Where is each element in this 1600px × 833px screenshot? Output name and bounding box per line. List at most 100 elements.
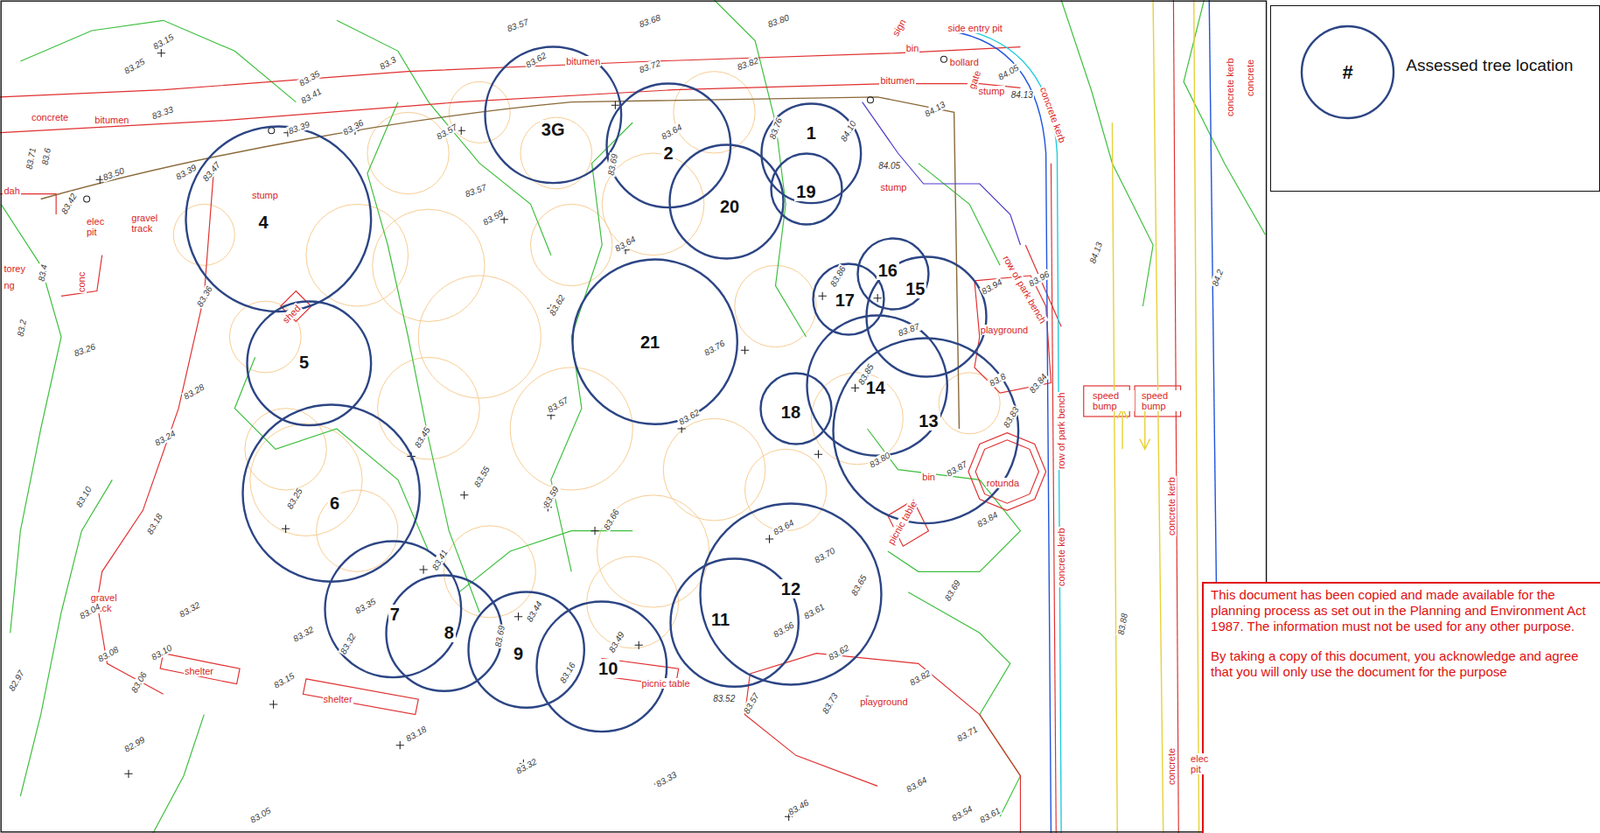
spot-height: 83.10 (73, 483, 94, 510)
spot-height: 83.28 (181, 381, 207, 402)
feature-label: stump (251, 189, 280, 201)
feature-label: playground (859, 696, 909, 707)
feature-label: concrete (1166, 747, 1177, 786)
circle-outline (468, 592, 585, 708)
feature-label: shelter (322, 693, 354, 705)
notice-text: This document has been copied and made a… (1210, 586, 1587, 635)
spot-height: 83.61 (801, 600, 827, 622)
spot-height: 83.62 (676, 406, 702, 427)
spot-height: 83.39 (286, 118, 312, 137)
feature-label: playground (979, 324, 1029, 336)
spot-height: 83.69 (943, 578, 964, 604)
spot-height: 83.54 (950, 803, 976, 824)
spot-height: 83.87 (944, 458, 971, 479)
circle-outline (807, 315, 948, 456)
contour-lines (0, 0, 1265, 833)
tree-number: 5 (297, 352, 311, 372)
tree-number: 2 (661, 143, 675, 163)
feature-label: picnic table (641, 677, 692, 689)
feature-label: bin (905, 42, 921, 54)
spot-height: 83.2 (15, 318, 29, 339)
spot-height: 83.68 (636, 12, 663, 30)
legend-symbol: # (1342, 61, 1354, 84)
spot-height: 83.59 (540, 483, 561, 510)
tree-circle: 13 (831, 336, 1021, 525)
spot-height: 83.76 (701, 337, 727, 358)
feature-label: shed (279, 301, 304, 326)
feature-label: speed bump (1091, 390, 1135, 412)
feature-label: shelter (183, 665, 215, 677)
spot-height: 83.87 (896, 321, 923, 339)
map-frame (0, 0, 1266, 832)
circle-outline (484, 47, 622, 184)
circle-outline (670, 145, 784, 259)
spot-height: 83.56 (770, 619, 797, 640)
circle-outline (606, 83, 731, 209)
spot-height: 83.46 (785, 796, 811, 818)
tree-number: 12 (779, 579, 803, 599)
spot-height: 83.10 (148, 642, 175, 663)
circle-outline (243, 404, 420, 581)
spot-height: 83.80 (765, 12, 791, 30)
spot-height: 84.05 (877, 160, 902, 171)
feature-label: bitumen (93, 114, 130, 126)
spot-height: 83.57 (545, 394, 572, 415)
tree-circle: 3G (483, 45, 623, 185)
circle-outline (537, 600, 668, 732)
tree-circle: 9 (467, 590, 586, 709)
tree-number: 9 (511, 643, 525, 664)
spot-height: 83.96 (1026, 268, 1052, 289)
feature-label: side entry pit (946, 22, 1003, 34)
spot-height: 83.36 (195, 284, 216, 310)
spot-height: 83.84 (975, 509, 1001, 530)
spot-height: 83.08 (95, 643, 121, 664)
spot-height: 83.66 (600, 506, 622, 532)
feature-label: stump (977, 85, 1006, 97)
spot-height: 83.57 (504, 16, 531, 35)
spot-height: 83.15 (150, 31, 176, 52)
circle-outline (186, 126, 372, 313)
tree-number: 6 (328, 493, 342, 513)
feature-label: concrete kerb (1037, 84, 1069, 146)
road-lines (949, 0, 1220, 833)
spot-height: 83.82 (908, 667, 934, 688)
feature-label: elec pit (1189, 753, 1218, 775)
spot-height: 83.35 (352, 595, 378, 616)
tree-circle: 20 (668, 143, 785, 260)
circle-outline (572, 259, 738, 425)
spot-height: 83.4 (35, 263, 49, 284)
feature-label: concrete (30, 111, 70, 123)
boundary-lines (0, 0, 1181, 833)
spot-height: 83.25 (122, 55, 148, 77)
spot-height: 83.42 (59, 190, 80, 217)
feature-label: row of park bench (1055, 391, 1067, 469)
spot-height: 83.05 (247, 804, 273, 825)
feature-label: stump (879, 181, 908, 193)
spot-height: 82.99 (122, 733, 148, 755)
legend-text: Assessed tree location (1405, 55, 1591, 77)
tree-number: 10 (596, 658, 620, 678)
circle-outline (670, 558, 799, 686)
spot-height: 83.71 (954, 723, 980, 744)
tree-circle: 16 (856, 237, 930, 311)
spot-height: 83.33 (149, 104, 175, 122)
spot-height: 83.65 (848, 572, 869, 599)
spot-height: 83.64 (658, 121, 685, 142)
spot-height: 83.33 (653, 769, 679, 790)
tree-circle-outline (467, 590, 586, 709)
spot-height: 83.41 (298, 85, 324, 106)
tree-circle-outline (483, 45, 623, 185)
tree-number: 19 (794, 181, 818, 202)
tree-circle: 14 (805, 314, 949, 457)
spot-height: 83.32 (513, 755, 539, 776)
tree-circle-outline (669, 557, 800, 688)
spot-height: 83.64 (770, 517, 797, 538)
spot-height: 84.05 (995, 62, 1021, 83)
spot-height: 83.76 (767, 115, 785, 141)
circle-outline (857, 237, 929, 309)
tree-circle-outline (184, 125, 373, 314)
path-edge (41, 97, 960, 429)
tree-circle: 18 (759, 371, 833, 446)
feature-label: rotunda (985, 477, 1021, 489)
spot-height: 83.3 (377, 54, 399, 72)
